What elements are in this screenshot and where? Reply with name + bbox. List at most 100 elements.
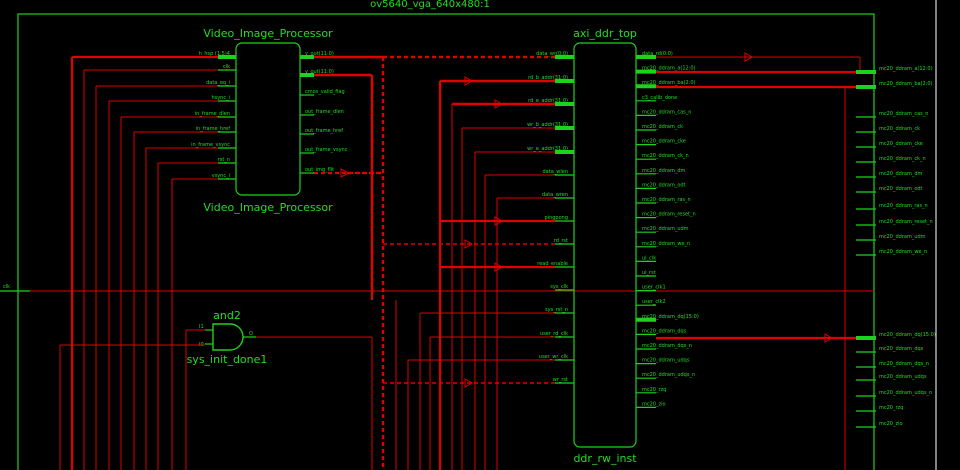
- ddr-output-label: mc20_ddram_udqs_n: [642, 372, 695, 378]
- ddr-input-label: read_enable: [537, 261, 568, 267]
- ddr-input-label: rd_rst: [554, 238, 568, 244]
- vip-output-label: out_frame_vsync: [305, 147, 348, 153]
- output-port-label: mc20_ddram_we_n: [879, 249, 927, 255]
- and2-type-label: and2: [213, 309, 241, 322]
- ddr-output-label: mc20_ddram_cas_n: [642, 109, 691, 115]
- vip-input-label: clk: [223, 64, 230, 70]
- ddr-input-label: pingpong: [545, 215, 568, 221]
- vip-output-label: y_out(11:0): [305, 69, 334, 75]
- ddr-output-label: user_clk1: [642, 285, 666, 291]
- output-port-label: mc20_ddram_ck_n: [879, 156, 926, 162]
- ddr-input-label: wr_rst: [553, 377, 568, 383]
- ddr-input-label: sys_rst_n: [545, 307, 568, 313]
- ddr-output-label: mc20_rzq: [642, 387, 666, 393]
- vip-input-label: data_eq_i: [206, 80, 230, 86]
- ddr-output-label: user_clk2: [642, 299, 666, 305]
- ddr-name-top: axi_ddr_top: [573, 27, 637, 40]
- output-port-label: mc20_ddram_odt: [879, 186, 923, 192]
- output-port-label: mc20_ddram_a(12:0): [879, 66, 933, 72]
- ddr-output-label: mc20_ddram_udqs: [642, 358, 690, 364]
- vip-name-bottom: Video_Image_Processor: [203, 201, 333, 214]
- net-arrow: [494, 99, 504, 109]
- net-arrow: [464, 76, 474, 86]
- vip-input-label: h_hsp (1:5)4: [199, 51, 230, 57]
- ddr-output-label: mc20_ddram_ck: [642, 124, 683, 130]
- port-clk-label: clk: [3, 284, 10, 290]
- vip-input-label: in_frame_dlen: [195, 111, 230, 117]
- ddr-output-label: mc20_ddram_udm: [642, 226, 689, 232]
- output-port-label: mc20_ddram_udqs_n: [879, 390, 932, 396]
- output-port-label: mc20_ddram_udm: [879, 234, 926, 240]
- net-arrow: [464, 239, 474, 249]
- ddr-input-label: data_wlen: [543, 169, 569, 175]
- ddr-input-label: rd_b_addr(31:0): [528, 75, 568, 81]
- output-port-label: mc20_ddram_reset_n: [879, 219, 933, 225]
- output-port-label: mc20_ddram_dm: [879, 171, 922, 177]
- output-port-label: mc20_rzq: [879, 405, 903, 411]
- ddr-input-label: data_wren: [542, 192, 568, 198]
- ddr-instance-name: ddr_rw_inst: [573, 452, 637, 465]
- ddr-output-label: c3_calib_done: [642, 95, 677, 101]
- and2-in1-label: I1: [199, 324, 204, 330]
- ddr-output-label: mc20_ddram_dqs_n: [642, 343, 692, 349]
- output-port-label: mc20_ddram_cas_n: [879, 111, 928, 117]
- and2-gate[interactable]: and2 I1 I0 O sys_init_done1: [187, 309, 268, 366]
- ddr-output-label: ui_clk: [642, 255, 656, 261]
- ddr-output-label: ui_rst: [642, 270, 656, 276]
- and2-out-label: O: [249, 331, 253, 337]
- top-module-frame: [17, 13, 875, 470]
- ddr-output-label: mc20_ddram_reset_n: [642, 212, 696, 218]
- output-port-label: mc20_ddram_dq(15:0): [879, 332, 936, 338]
- ddr-output-label: mc20_ddram_dqs: [642, 328, 687, 334]
- vip-output-label: y_out(11:0): [305, 51, 334, 57]
- and2-instance-name: sys_init_done1: [187, 353, 268, 366]
- ddr-output-label: mc20_ddram_odt: [642, 182, 686, 188]
- output-port-label: mc20_ddram_dqs: [879, 346, 924, 352]
- axi-ddr-top-block[interactable]: axi_ddr_top ddr_rw_inst data_wr(0:0) rd_b…: [527, 27, 699, 465]
- ddr-input-label: sys_clk: [550, 284, 568, 290]
- ddr-input-label: data_wr(0:0): [536, 51, 568, 57]
- vip-output-label: cmos_valid_flag: [305, 89, 345, 95]
- output-port-label: mc20_ddram_cke: [879, 141, 923, 147]
- vip-output-label: out_frame_href: [305, 128, 343, 134]
- ddr-output-label: mc20_ddram_a(12:0): [642, 66, 696, 72]
- ddr-output-label: mc20_ddram_we_n: [642, 241, 690, 247]
- net-arrow: [824, 333, 834, 343]
- output-port-label: mc20_ddram_ras_n: [879, 203, 928, 209]
- ddr-output-label: mc20_ddram_ba(2:0): [642, 80, 696, 86]
- ddr-input-label: rd_e_addr(31:0): [528, 98, 568, 104]
- ddr-input-label: wr_b_addr(31:0): [527, 122, 568, 128]
- ddr-output-label: mc20_ddram_dq(15:0): [642, 314, 699, 320]
- ddr-input-label: user_rd_clk: [540, 331, 568, 337]
- vip-input-label: hsync_i: [211, 95, 230, 101]
- net-arrow: [464, 378, 474, 388]
- vip-body: [235, 42, 301, 196]
- top-module-title: ov5640_vga_640x480:1: [370, 0, 490, 10]
- ddr-output-label: data_rd(0:0): [642, 51, 673, 57]
- net-arrow: [494, 216, 504, 226]
- vip-input-label: in_frame_vsync: [191, 142, 230, 148]
- ddr-output-label: mc20_ddram_ras_n: [642, 197, 691, 203]
- net-arrow: [494, 262, 504, 272]
- output-port-label: mc20_zio: [879, 421, 903, 427]
- output-port-label: mc20_ddram_dqs_n: [879, 361, 929, 367]
- output-port-label: mc20_ddram_ba(2:0): [879, 81, 933, 87]
- and2-symbol: [212, 323, 244, 351]
- ddr-body: [573, 42, 637, 448]
- output-port-label: mc20_ddram_udqs: [879, 374, 927, 380]
- vip-output-label: out_frame_dlen: [305, 109, 344, 115]
- vip-input-label: rst_n: [218, 157, 230, 163]
- ddr-output-label: mc20_ddram_dm: [642, 168, 685, 174]
- vip-name-top: Video_Image_Processor: [203, 27, 333, 40]
- vip-input-label: vsync_i: [212, 173, 230, 179]
- ddr-input-label: wr_e_addr(31:0): [527, 146, 568, 152]
- vip-output-label: out_img_flit: [305, 167, 334, 173]
- ddr-output-label: mc20_zio: [642, 401, 666, 407]
- net-arrow: [340, 168, 351, 178]
- ddr-output-label: mc20_ddram_cke: [642, 139, 686, 145]
- ddr-input-label: user_wr_clk: [539, 354, 568, 360]
- ddr-output-label: mc20_ddram_ck_n: [642, 153, 689, 159]
- video-image-processor-block[interactable]: Video_Image_Processor Video_Image_Proces…: [191, 27, 348, 214]
- output-port-label: mc20_ddram_ck: [879, 126, 920, 132]
